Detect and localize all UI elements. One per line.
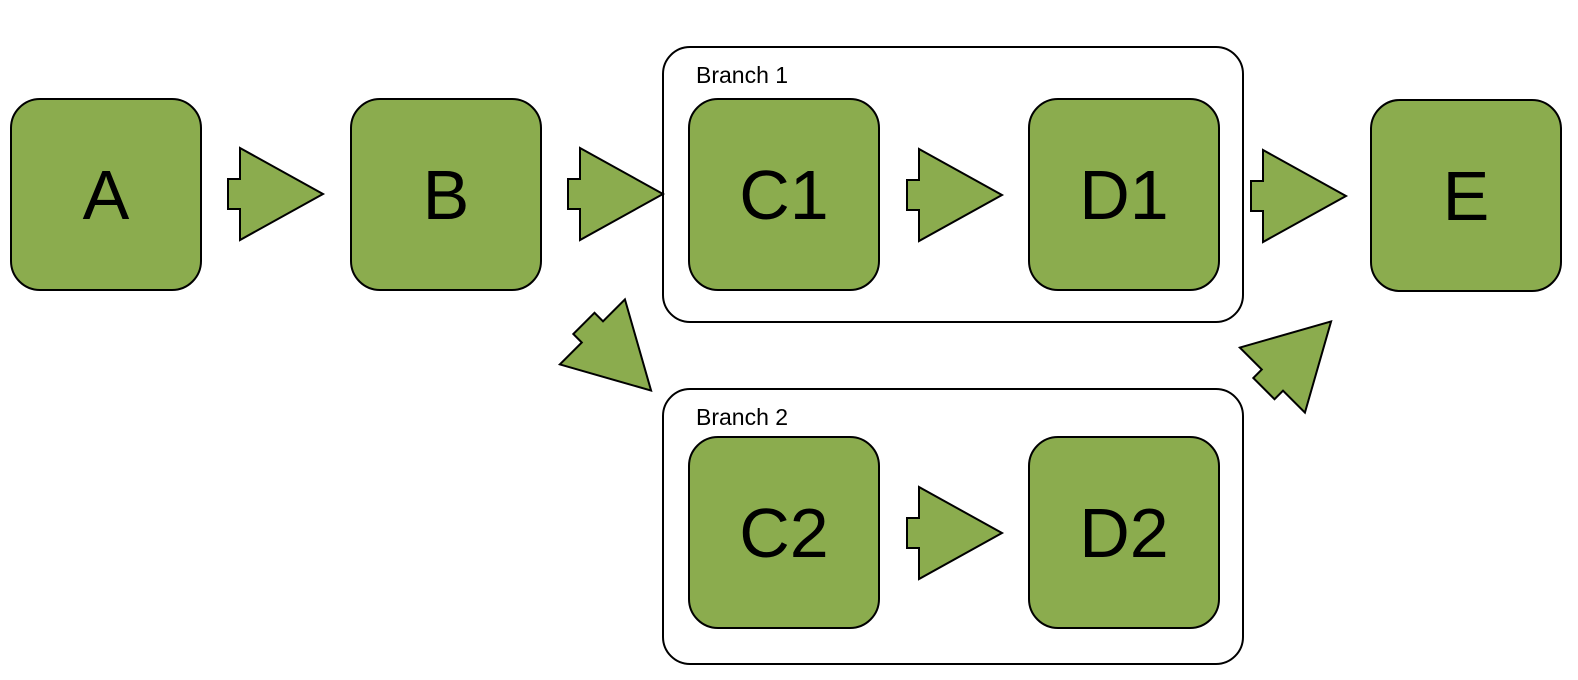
- node-a: A: [10, 98, 202, 291]
- node-d1-label: D1: [1079, 155, 1169, 234]
- node-c2: C2: [688, 436, 880, 629]
- node-c2-label: C2: [739, 493, 829, 572]
- node-c1: C1: [688, 98, 880, 291]
- branch-1-label: Branch 1: [696, 62, 789, 88]
- node-d1: D1: [1028, 98, 1220, 291]
- arrow-b-to-c1-icon: [567, 146, 666, 242]
- node-c1-label: C1: [739, 155, 829, 234]
- arrow-d1-to-e-icon: [1250, 148, 1349, 244]
- branch-2-label: Branch 2: [696, 404, 789, 430]
- arrow-c1-to-d1-icon: [906, 147, 1005, 243]
- node-a-label: A: [82, 155, 130, 234]
- arrow-c2-to-d2-icon: [906, 485, 1005, 581]
- node-d2-label: D2: [1079, 493, 1169, 572]
- node-b-label: B: [422, 155, 470, 234]
- arrow-b-to-c2-icon: [551, 291, 683, 423]
- node-e: E: [1370, 99, 1562, 292]
- node-e-label: E: [1442, 156, 1490, 235]
- node-d2: D2: [1028, 436, 1220, 629]
- node-b: B: [350, 98, 542, 291]
- arrow-d2-to-e-icon: [1231, 289, 1363, 421]
- arrow-a-to-b-icon: [227, 146, 326, 242]
